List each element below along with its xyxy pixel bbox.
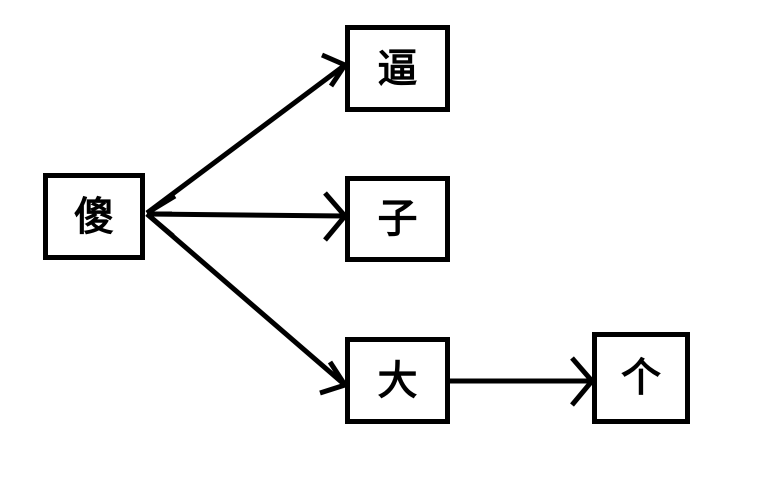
node-label: 傻 <box>74 193 114 240</box>
arrowhead-barb <box>327 360 348 387</box>
node-box-5[interactable]: 个 <box>592 332 690 424</box>
edge-shada[interactable] <box>145 212 348 396</box>
edge-line <box>145 62 347 216</box>
arrowhead-barb <box>321 52 346 68</box>
edge-dage[interactable] <box>450 356 594 407</box>
arrowhead-barb <box>570 356 594 383</box>
node-box-3[interactable]: 子 <box>345 176 450 262</box>
edge-line <box>146 211 346 219</box>
arrowhead-barb <box>323 214 347 242</box>
node-label: 逼 <box>377 45 418 92</box>
node-box-2[interactable]: 逼 <box>345 25 450 112</box>
arrowhead-barb <box>570 379 594 407</box>
arrowhead-barb <box>323 191 347 218</box>
arrowhead-barb-source <box>145 212 175 238</box>
edge-shazi[interactable] <box>146 191 347 242</box>
arrowhead-barb <box>328 63 348 88</box>
node-label: 子 <box>377 196 418 242</box>
edge-line <box>145 212 347 387</box>
arrowhead-barb <box>319 382 346 396</box>
node-label: 大 <box>377 357 418 404</box>
edge-shabi[interactable] <box>145 52 348 216</box>
node-box-4[interactable]: 大 <box>345 337 450 424</box>
node-box-1[interactable]: 傻 <box>43 173 145 260</box>
arrowhead-barb-source <box>145 193 177 216</box>
node-label: 个 <box>621 355 661 401</box>
